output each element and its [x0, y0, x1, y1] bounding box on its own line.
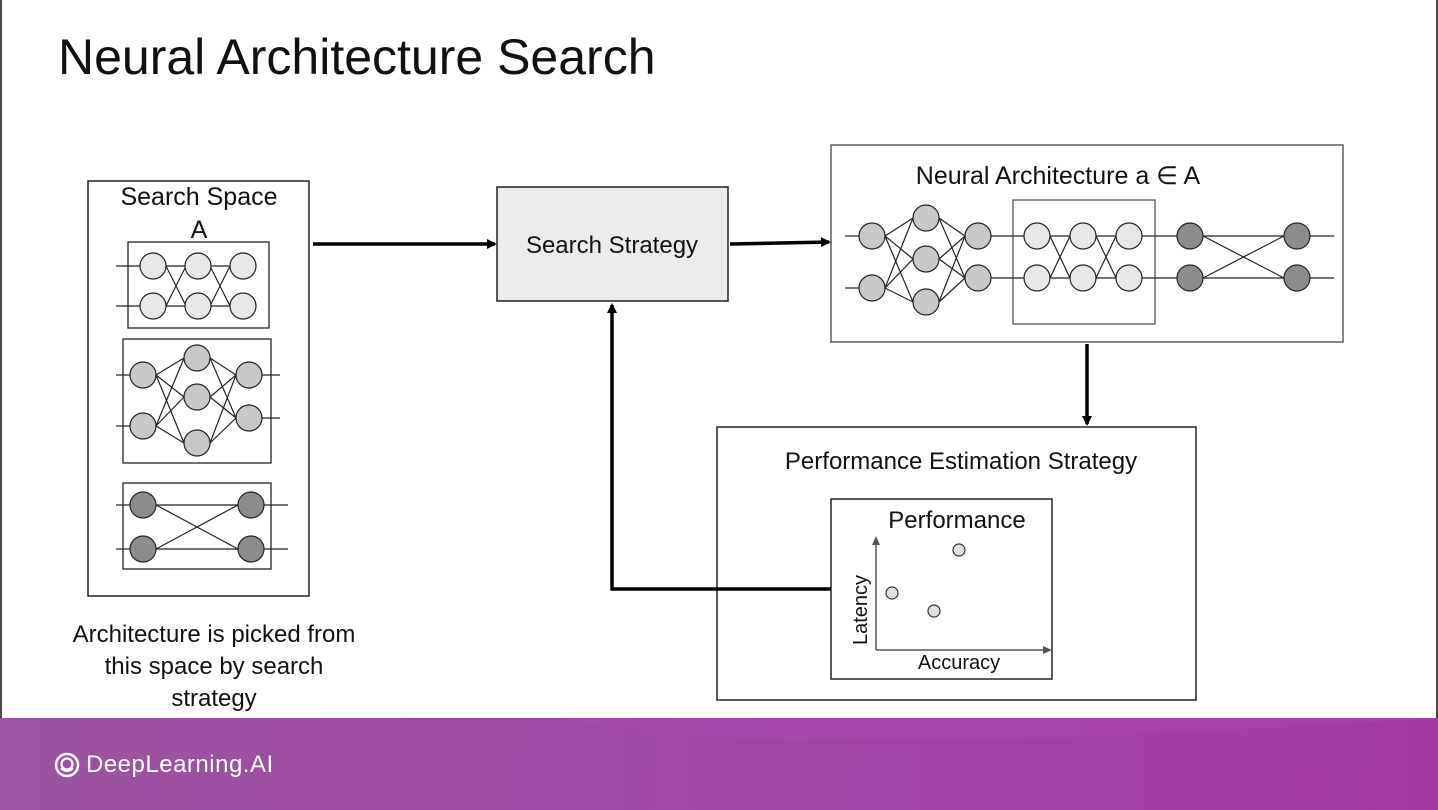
performance-plot: Performance Latency Accuracy: [830, 498, 1053, 680]
plot-point: [952, 543, 966, 557]
caption-line-3: strategy: [171, 685, 256, 712]
brand: DeepLearning.AI: [54, 751, 274, 779]
neural-architecture-panel: Neural Architecture a ∈ A: [830, 144, 1344, 343]
brand-name: DeepLearning.AI: [86, 751, 274, 778]
performance-plot-title: Performance: [888, 507, 1025, 534]
footer-band: [0, 718, 1438, 810]
plot-point: [885, 586, 899, 600]
neural-architecture-label: Neural Architecture a ∈ A: [916, 162, 1201, 190]
performance-estimation-label: Performance Estimation Strategy: [785, 448, 1137, 475]
nas-diagram: Search Space A: [73, 144, 1344, 712]
plot-y-label: Latency: [850, 575, 872, 645]
deeplearning-logo-icon: [54, 752, 80, 778]
search-strategy-box: Search Strategy: [496, 186, 729, 302]
arrow-strategy-to-architecture: [729, 237, 831, 248]
caption-line-1: Architecture is picked from: [73, 621, 356, 648]
plot-point: [927, 604, 941, 618]
caption-line-2: this space by search: [105, 653, 324, 680]
search-space-architecture-2: [116, 338, 280, 464]
search-space-architecture-3: [116, 482, 288, 570]
search-space-caption: Architecture is picked from this space b…: [73, 621, 356, 712]
slide-border-left: [0, 0, 2, 720]
search-space-symbol: A: [191, 216, 208, 244]
search-strategy-label: Search Strategy: [526, 232, 698, 259]
search-space-title: Search Space: [120, 183, 277, 211]
slide-border-right: [1436, 0, 1438, 720]
performance-estimation-panel: Performance Estimation Strategy Performa…: [716, 426, 1197, 701]
search-space-architecture-1: [116, 241, 270, 329]
plot-x-label: Accuracy: [918, 652, 1000, 674]
page-title: Neural Architecture Search: [58, 29, 656, 85]
search-space-panel: Search Space A: [87, 180, 310, 597]
arrow-performance-to-strategy: [607, 303, 831, 591]
